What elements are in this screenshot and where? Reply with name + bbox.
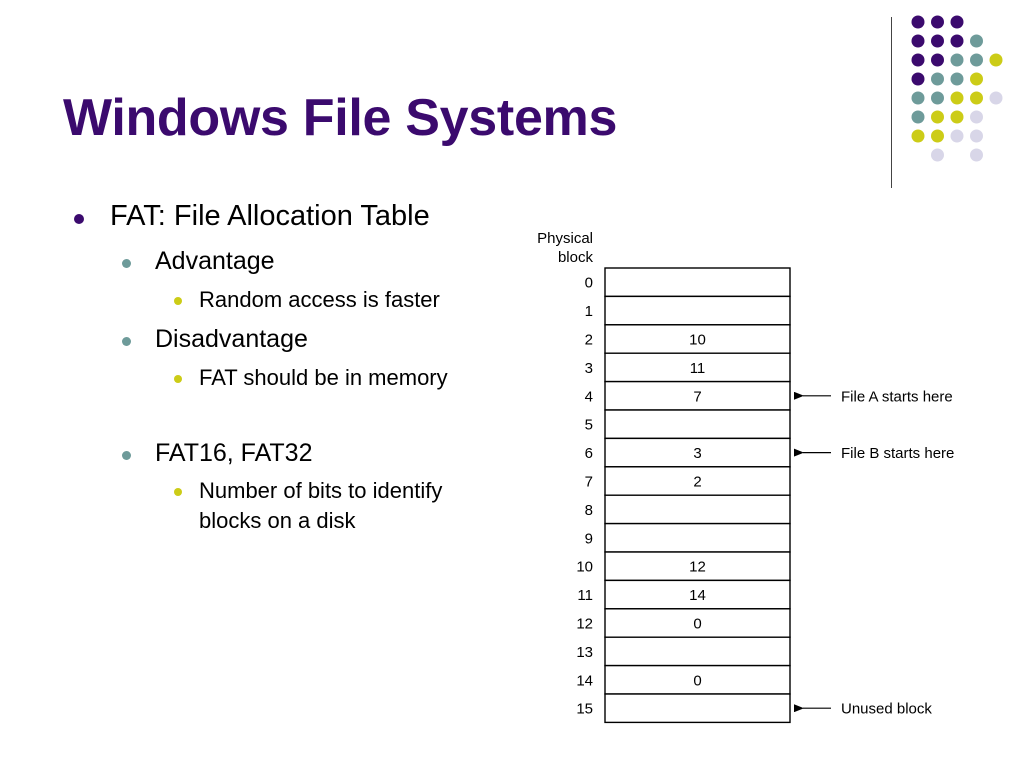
teal-dot bbox=[911, 91, 925, 105]
yellow-dot bbox=[931, 129, 944, 143]
block-number: 8 bbox=[585, 502, 593, 519]
teal-dot bbox=[931, 91, 944, 105]
annotation-label: File A starts here bbox=[841, 388, 953, 405]
fat-table-cell bbox=[604, 267, 791, 298]
purple-dot bbox=[911, 15, 925, 29]
purple-dot bbox=[911, 72, 925, 86]
yellow-dot bbox=[970, 91, 983, 105]
fat-table-cell bbox=[604, 494, 791, 525]
block-number: 11 bbox=[577, 587, 593, 604]
purple-dot bbox=[911, 53, 925, 67]
fat-table-cell bbox=[604, 324, 791, 354]
purple-dot bbox=[911, 34, 925, 48]
lavender-dot bbox=[970, 129, 983, 143]
bullet-marker-yellow bbox=[174, 375, 182, 383]
block-number: 15 bbox=[576, 701, 593, 718]
bullet-text: FAT16, FAT32 bbox=[155, 439, 313, 467]
fat-table-cell bbox=[604, 551, 791, 582]
physical-block-header-line2: block bbox=[558, 249, 594, 266]
bullet-text: Advantage bbox=[155, 247, 275, 275]
yellow-dot bbox=[911, 129, 925, 143]
fat-table-cell bbox=[604, 522, 791, 553]
block-number: 0 bbox=[585, 275, 593, 292]
fat-table-cell bbox=[604, 608, 791, 638]
block-number: 10 bbox=[576, 559, 593, 576]
bullet-marker-teal bbox=[122, 451, 131, 460]
purple-dot bbox=[950, 34, 964, 48]
yellow-dot bbox=[989, 53, 1003, 67]
bullet-marker-yellow bbox=[174, 297, 182, 305]
block-number: 2 bbox=[585, 332, 593, 349]
fat-table-cell bbox=[604, 380, 791, 411]
block-number: 4 bbox=[585, 388, 593, 405]
teal-dot bbox=[931, 72, 944, 86]
fat-table-cell bbox=[604, 409, 791, 440]
fat-entry-value: 0 bbox=[693, 616, 701, 633]
fat-entry-value: 3 bbox=[693, 445, 701, 462]
teal-dot bbox=[970, 53, 983, 67]
fat-table-cell bbox=[604, 664, 791, 695]
lavender-dot bbox=[931, 148, 944, 162]
bullet-text-line2: blocks on a disk bbox=[199, 508, 356, 533]
physical-block-header-line1: Physical bbox=[537, 230, 593, 247]
fat-entry-value: 12 bbox=[689, 559, 706, 576]
fat-table-cell bbox=[604, 295, 791, 326]
fat-table-cell bbox=[604, 437, 791, 468]
block-number: 6 bbox=[585, 445, 593, 462]
bullet-marker-teal bbox=[122, 337, 131, 346]
fat-entry-value: 0 bbox=[693, 672, 701, 689]
block-number: 5 bbox=[585, 417, 593, 434]
bullet-text-line1: Number of bits to identify bbox=[199, 478, 443, 503]
block-number: 7 bbox=[585, 474, 593, 491]
bullet-text: FAT: File Allocation Table bbox=[110, 200, 430, 232]
fat-table-cell bbox=[604, 693, 791, 724]
bullet-text: FAT should be in memory bbox=[199, 365, 448, 390]
annotation-label: Unused block bbox=[841, 701, 932, 718]
bullet-marker-purple bbox=[74, 214, 84, 224]
fat-table-cell bbox=[604, 579, 791, 610]
yellow-dot bbox=[931, 110, 944, 124]
fat-entry-value: 7 bbox=[693, 388, 701, 405]
lavender-dot bbox=[989, 91, 1003, 105]
annotation-label: File B starts here bbox=[841, 445, 954, 462]
teal-dot bbox=[911, 110, 925, 124]
block-number: 14 bbox=[576, 672, 593, 689]
yellow-dot bbox=[950, 91, 964, 105]
yellow-dot bbox=[970, 72, 983, 86]
yellow-dot bbox=[950, 110, 964, 124]
block-number: 1 bbox=[585, 303, 593, 320]
bullet-marker-teal bbox=[122, 259, 131, 268]
purple-dot bbox=[931, 34, 944, 48]
decorative-dot-grid bbox=[911, 15, 1003, 162]
purple-dot bbox=[931, 15, 944, 29]
purple-dot bbox=[931, 53, 944, 67]
fat-entry-value: 11 bbox=[690, 360, 706, 377]
lavender-dot bbox=[970, 148, 983, 162]
block-number: 3 bbox=[585, 360, 593, 377]
fat-entry-value: 10 bbox=[689, 332, 706, 349]
block-number: 13 bbox=[576, 644, 593, 661]
teal-dot bbox=[970, 34, 983, 48]
block-number: 12 bbox=[576, 616, 593, 633]
bullet-list: FAT: File Allocation Table Advantage Ran… bbox=[74, 200, 448, 533]
lavender-dot bbox=[950, 129, 964, 143]
bullet-text: Random access is faster bbox=[199, 287, 440, 312]
teal-dot bbox=[950, 53, 964, 67]
bullet-text: Disadvantage bbox=[155, 325, 308, 353]
lavender-dot bbox=[970, 110, 983, 124]
slide-title: Windows File Systems bbox=[63, 89, 618, 147]
bullet-marker-yellow bbox=[174, 488, 182, 496]
block-number: 9 bbox=[585, 530, 593, 547]
teal-dot bbox=[950, 72, 964, 86]
purple-dot bbox=[950, 15, 964, 29]
fat-entry-value: 14 bbox=[689, 587, 706, 604]
fat-table-cell bbox=[604, 636, 791, 667]
fat-entry-value: 2 bbox=[693, 474, 701, 491]
title-divider-line bbox=[891, 17, 892, 188]
